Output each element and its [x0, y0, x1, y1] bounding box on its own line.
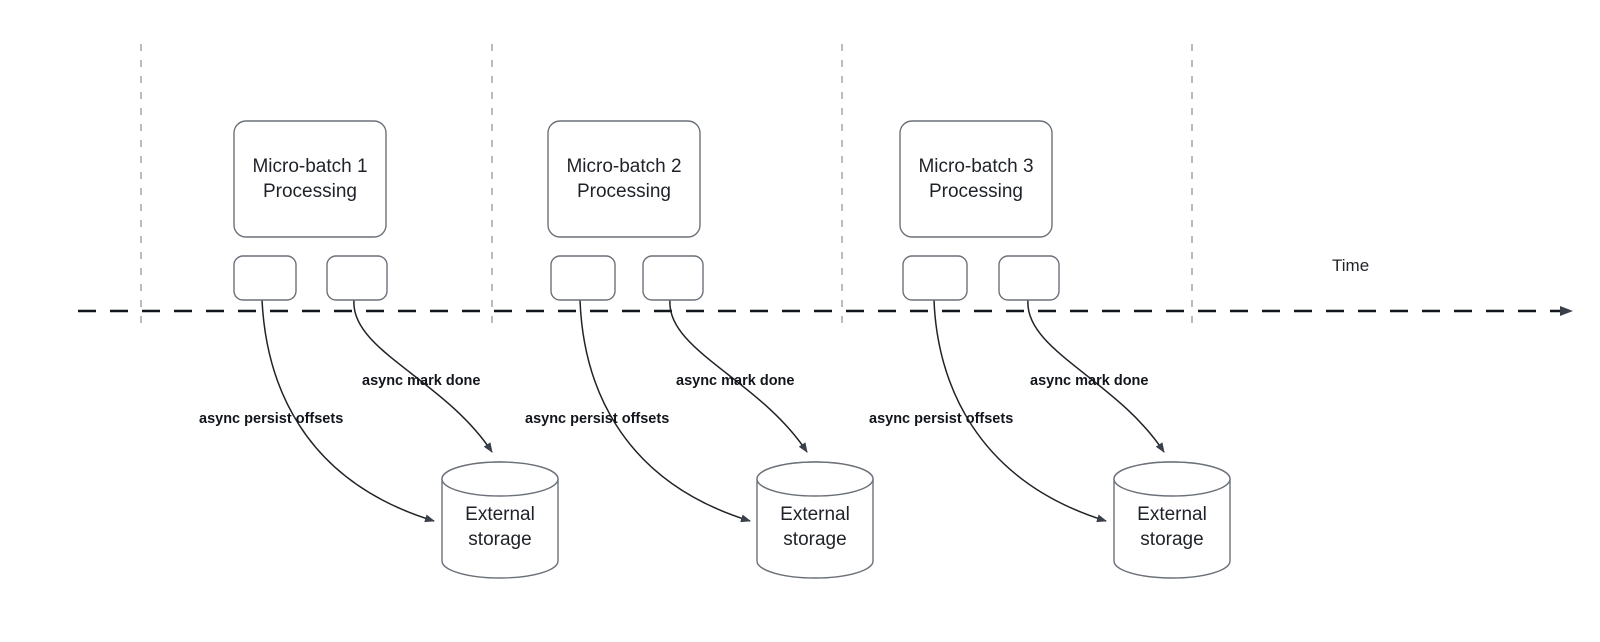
- edge-persist-offsets-2: [579, 299, 751, 523]
- external-storage-cylinder-top-3: [1113, 461, 1231, 497]
- shapes-layer: [233, 120, 1231, 579]
- edge-label-mark-done-2: async mark done: [676, 373, 795, 389]
- edge-mark-done-1: [353, 299, 493, 453]
- time-axis-label: Time: [1332, 256, 1370, 275]
- task-box-task-3a[interactable]: [902, 255, 968, 301]
- edge-label-persist-offsets-3: async persist offsets: [869, 411, 1014, 427]
- edge-label-persist-offsets-2: async persist offsets: [525, 411, 670, 427]
- edges-layer: [261, 299, 1165, 523]
- edge-label-mark-done-1: async mark done: [362, 373, 481, 389]
- external-storage-cylinder-top-2: [756, 461, 874, 497]
- task-box-task-1b[interactable]: [326, 255, 388, 301]
- microbatch-box-1[interactable]: [233, 120, 387, 238]
- edge-persist-offsets-1: [261, 299, 435, 523]
- task-box-task-2a[interactable]: [550, 255, 616, 301]
- edge-mark-done-3: [1027, 299, 1165, 453]
- task-box-task-1a[interactable]: [233, 255, 297, 301]
- microbatch-box-2[interactable]: [547, 120, 701, 238]
- task-box-task-2b[interactable]: [642, 255, 704, 301]
- microbatch-box-3[interactable]: [899, 120, 1053, 238]
- edge-mark-done-2: [669, 299, 808, 453]
- external-storage-cylinder-top-1: [441, 461, 559, 497]
- edge-label-persist-offsets-1: async persist offsets: [199, 411, 344, 427]
- edge-label-mark-done-3: async mark done: [1030, 373, 1149, 389]
- edge-persist-offsets-3: [933, 299, 1107, 523]
- task-box-task-3b[interactable]: [998, 255, 1060, 301]
